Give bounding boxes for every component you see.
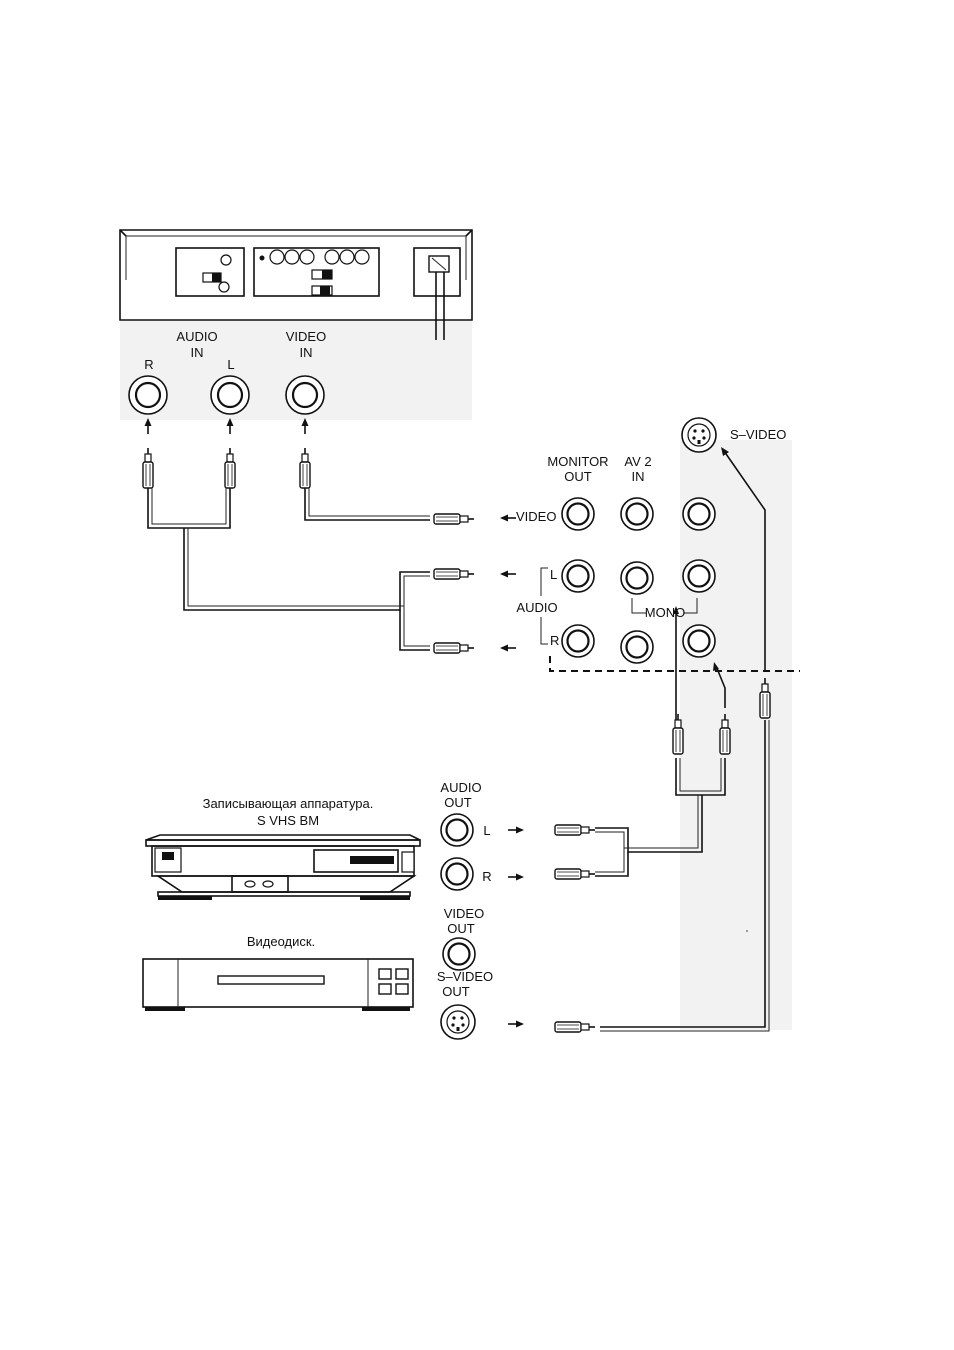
audio-bracket: [541, 568, 548, 596]
tv-audio-l-jack-icon: [683, 560, 715, 592]
tv-r-label: R: [550, 633, 559, 648]
arrow-icon: [508, 1021, 524, 1028]
rca-plug-icon: [720, 714, 730, 754]
tv-av2-in-label-2: IN: [632, 469, 645, 484]
disc-s-video-out-label-1: S–VIDEO: [437, 969, 493, 984]
amp-video-label-2: IN: [300, 345, 313, 360]
tv-video-label: VIDEO: [516, 509, 556, 524]
amp-audio-label-1: AUDIO: [176, 329, 217, 344]
arrow-icon: [500, 515, 516, 522]
disc-title: Видеодиск.: [247, 934, 315, 949]
amp-video-label-1: VIDEO: [286, 329, 326, 344]
amp-audio-r-label: R: [144, 357, 153, 372]
vcr-device: [146, 835, 420, 900]
arrow-icon: [145, 418, 152, 434]
disc-s-video-out-label-2: OUT: [442, 984, 470, 999]
disc-s-video-jack-icon: [441, 1005, 475, 1039]
tv-audio-r-jack-icon: [683, 625, 715, 657]
disc-video-out-label-2: OUT: [447, 921, 475, 936]
arrow-icon: [500, 571, 516, 578]
rca-plug-icon: [555, 825, 595, 835]
tv-audio-label: AUDIO: [516, 600, 557, 615]
tv-av2-audio-r-jack-icon: [621, 631, 653, 663]
rca-plug-icon: [434, 514, 474, 524]
vcr-audio-l-jack-icon: [441, 814, 473, 846]
vcr-audio-out-label-1: AUDIO: [440, 780, 481, 795]
disc-player-device: [143, 959, 413, 1011]
tv-monitor-audio-l-jack-icon: [562, 560, 594, 592]
vcr-title-1: Записывающая аппаратура.: [203, 796, 374, 811]
tv-av2-in-label-1: AV 2: [624, 454, 651, 469]
arrow-icon: [302, 418, 309, 434]
rca-plug-icon: [555, 869, 595, 879]
vcr-audio-out-label-2: OUT: [444, 795, 472, 810]
rca-plug-icon: [760, 678, 770, 718]
rca-plug-icon: [225, 448, 235, 488]
tv-av2-audio-l-jack-icon: [621, 562, 653, 594]
rca-plug-icon: [143, 448, 153, 488]
arrow-icon: [508, 827, 524, 834]
rca-plug-icon: [673, 714, 683, 754]
tv-video-jack-icon: [683, 498, 715, 530]
vcr-audio-r-jack-icon: [441, 858, 473, 890]
video-cable: [305, 488, 430, 520]
amp-audio-label-2: IN: [191, 345, 204, 360]
s-video-jack-icon: [682, 418, 716, 452]
disc-video-out-jack-icon: [443, 938, 475, 970]
tv-s-video-label: S–VIDEO: [730, 427, 786, 442]
rca-plug-icon: [300, 448, 310, 488]
tv-l-label: L: [550, 567, 557, 582]
vcr-title-2: S VHS ВМ: [257, 813, 319, 828]
tv-mono-label: MONO: [645, 605, 685, 620]
scan-speck: [746, 930, 748, 932]
audio-bracket: [541, 617, 548, 644]
rca-plug-icon: [434, 569, 474, 579]
amp-audio-l-jack-icon: [211, 376, 249, 414]
vcr-l-label: L: [483, 823, 490, 838]
arrow-icon: [500, 645, 516, 652]
tv-monitor-out-label-2: OUT: [564, 469, 592, 484]
tv-av2-video-jack-icon: [621, 498, 653, 530]
tv-monitor-audio-r-jack-icon: [562, 625, 594, 657]
amp-video-in-jack-icon: [286, 376, 324, 414]
tv-monitor-video-jack-icon: [562, 498, 594, 530]
vcr-r-label: R: [482, 869, 491, 884]
arrow-icon: [227, 418, 234, 434]
disc-video-out-label-1: VIDEO: [444, 906, 484, 921]
amp-audio-l-label: L: [227, 357, 234, 372]
rca-plug-icon: [555, 1022, 595, 1032]
audio-cable: [148, 488, 430, 650]
tv-monitor-out-label-1: MONITOR: [547, 454, 608, 469]
rca-plug-icon: [434, 643, 474, 653]
arrow-icon: [508, 874, 524, 881]
amp-audio-r-jack-icon: [129, 376, 167, 414]
